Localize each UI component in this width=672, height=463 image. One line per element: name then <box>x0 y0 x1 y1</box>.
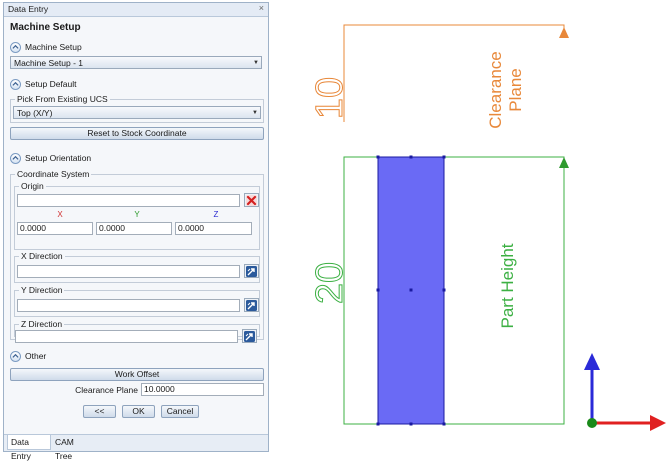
pick-ucs-group: Pick From Existing UCS Top (X/Y) ▼ <box>10 94 264 123</box>
origin-field[interactable] <box>17 194 240 207</box>
red-x-icon <box>246 194 257 206</box>
clearance-plane-input[interactable]: 10.0000 <box>141 383 264 396</box>
chevron-down-icon: ▼ <box>253 59 259 66</box>
clearance-bracket <box>343 24 565 122</box>
collapse-chevron-icon[interactable] <box>10 350 21 362</box>
section-label: Setup Orientation <box>25 153 92 163</box>
collapse-chevron-icon[interactable] <box>10 152 21 164</box>
panel-titlebar: Data Entry × <box>4 3 268 17</box>
y-axis-label: Y <box>134 210 140 219</box>
group-label: Coordinate System <box>15 169 92 180</box>
pick-z-direction-button[interactable] <box>242 329 257 343</box>
z-direction-label: Z Direction <box>19 319 65 330</box>
clearance-label-line2: Plane <box>506 68 525 111</box>
ok-button[interactable]: OK <box>122 405 155 418</box>
back-button[interactable]: << <box>83 405 116 418</box>
tab-cam-tree[interactable]: CAM Tree <box>55 437 74 461</box>
section-setup-default[interactable]: Setup Default <box>10 78 77 90</box>
pick-vector-icon <box>246 299 257 311</box>
clearance-plane-dimension: 10 Clearance Plane <box>309 24 569 129</box>
part-dimension-text: 20 <box>309 262 351 304</box>
collapse-chevron-icon[interactable] <box>10 41 21 53</box>
panel-tab-strip: Data Entry CAM Tree <box>4 434 268 461</box>
clearance-label-line1: Clearance <box>486 51 505 129</box>
section-setup-orientation[interactable]: Setup Orientation <box>10 152 91 164</box>
origin-y-input[interactable]: 0.0000 <box>96 222 172 235</box>
ucs-value: Top (X/Y) <box>17 107 53 118</box>
section-machine-setup[interactable]: Machine Setup <box>10 41 82 53</box>
y-direction-group: Y Direction <box>14 285 260 317</box>
data-entry-panel: Data Entry × Machine Setup Machine Setup… <box>3 2 269 461</box>
z-axis-label: Z <box>213 210 219 219</box>
x-direction-group: X Direction <box>14 251 260 283</box>
x-direction-label: X Direction <box>19 251 65 262</box>
pick-x-direction-button[interactable] <box>244 264 259 278</box>
coordinate-system-group: Coordinate System Origin X Y Z 0.0000 0.… <box>10 169 264 340</box>
section-label: Setup Default <box>25 79 77 89</box>
axis-triad-icon <box>584 353 666 431</box>
group-label: Pick From Existing UCS <box>15 94 110 105</box>
x-axis-label: X <box>57 210 63 219</box>
stock-handle-points <box>376 155 446 426</box>
collapse-chevron-icon[interactable] <box>10 78 21 90</box>
machine-setup-value: Machine Setup - 1 <box>14 57 83 68</box>
part-bracket <box>343 156 565 425</box>
panel-content: Machine Setup Machine Setup Machine Setu… <box>4 17 268 436</box>
close-icon[interactable]: × <box>258 3 264 13</box>
y-direction-label: Y Direction <box>19 285 65 296</box>
cancel-button[interactable]: Cancel <box>161 405 199 418</box>
section-other[interactable]: Other <box>10 350 46 362</box>
tab-data-entry[interactable]: Data Entry <box>7 435 51 461</box>
section-label: Machine Setup <box>25 42 82 52</box>
clear-origin-button[interactable] <box>244 193 259 207</box>
origin-z-input[interactable]: 0.0000 <box>175 222 252 235</box>
ucs-select[interactable]: Top (X/Y) ▼ <box>13 106 261 119</box>
pick-y-direction-button[interactable] <box>244 298 259 312</box>
part-height-dimension: 20 Part Height <box>309 156 569 425</box>
viewport-canvas: 10 Clearance Plane 20 Part Height <box>309 24 666 431</box>
part-height-label: Part Height <box>498 243 517 328</box>
section-label: Other <box>25 351 47 361</box>
panel-title: Data Entry <box>8 4 49 14</box>
machine-setup-select[interactable]: Machine Setup - 1 ▼ <box>10 56 262 69</box>
page-title: Machine Setup <box>10 22 81 33</box>
pick-vector-icon <box>244 330 255 342</box>
work-offset-button[interactable]: Work Offset <box>10 368 264 381</box>
x-direction-field[interactable] <box>17 265 240 278</box>
stock-body[interactable] <box>376 155 446 426</box>
origin-x-input[interactable]: 0.0000 <box>17 222 93 235</box>
z-direction-field[interactable] <box>15 330 238 343</box>
clearance-dimension-text: 10 <box>309 77 351 119</box>
chevron-down-icon: ▼ <box>252 109 258 116</box>
clearance-arrow-icon <box>559 27 569 38</box>
pick-vector-icon <box>246 265 257 277</box>
origin-label: Origin <box>19 181 46 192</box>
reset-stock-coordinate-button[interactable]: Reset to Stock Coordinate <box>10 127 264 140</box>
origin-group: Origin X Y Z 0.0000 0.0000 0.0000 <box>14 181 260 250</box>
part-arrow-icon <box>559 157 569 168</box>
clearance-plane-label: Clearance Plane <box>75 385 138 395</box>
y-direction-field[interactable] <box>17 299 240 312</box>
graphics-viewport[interactable]: 10 Clearance Plane 20 Part Height <box>270 0 672 459</box>
